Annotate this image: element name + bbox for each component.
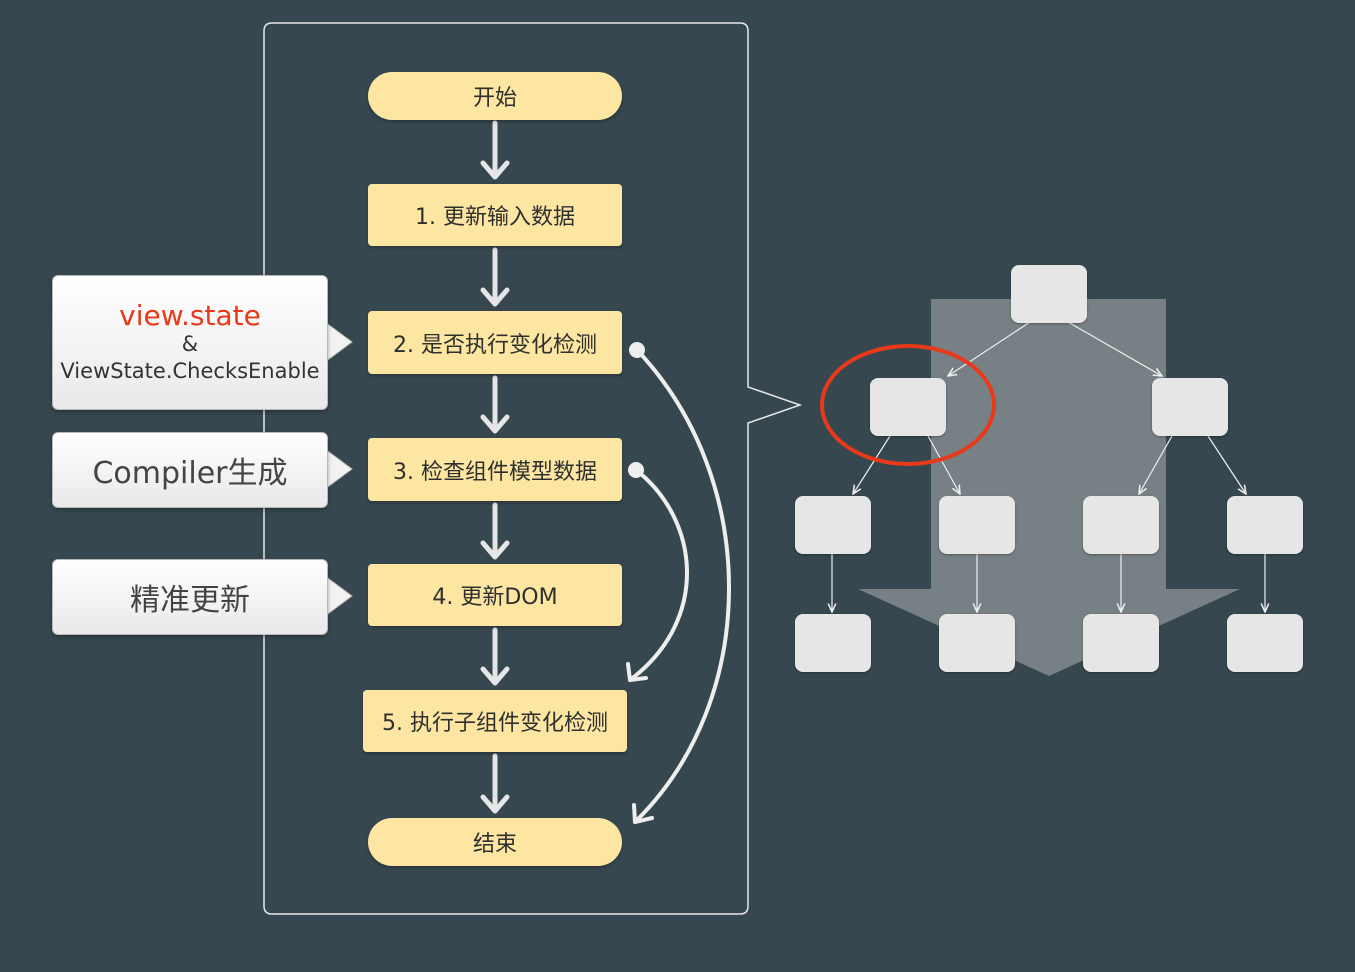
callout-compiler: Compiler生成 (52, 432, 328, 508)
skip-arrows (626, 342, 731, 824)
flow-step1-node: 1. 更新输入数据 (368, 184, 622, 246)
tree-node-rl (1083, 496, 1159, 554)
flow-step5-node: 5. 执行子组件变化检测 (363, 690, 627, 752)
flow-start-node: 开始 (368, 72, 622, 120)
callout-precise-label: 精准更新 (130, 583, 250, 618)
callout-pointers (324, 321, 353, 617)
tree-node-lll (795, 614, 871, 672)
callout-compiler-label: Compiler生成 (92, 456, 288, 491)
callout-pointer-compiler (324, 448, 353, 490)
tree-node-root (1011, 265, 1087, 323)
traversal-big-arrow (858, 299, 1240, 676)
flow-step3-label: 3. 检查组件模型数据 (393, 459, 597, 485)
flow-end-node: 结束 (368, 818, 622, 866)
flow-step2-label: 2. 是否执行变化检测 (393, 332, 597, 358)
arrow-step4-to-step5 (480, 627, 510, 686)
tree-node-ll (795, 496, 871, 554)
tree-node-rll (1083, 614, 1159, 672)
callout-precise: 精准更新 (52, 559, 328, 635)
flow-step5-label: 5. 执行子组件变化检测 (382, 711, 608, 736)
flow-step2-node: 2. 是否执行变化检测 (368, 311, 622, 374)
tree-node-right (1152, 378, 1228, 436)
tree-diagram (832, 299, 1265, 676)
arrow-step5-to-end (480, 753, 510, 814)
tree-node-lrl (939, 614, 1015, 672)
flow-end-label: 结束 (472, 832, 517, 857)
skip-arrow-step3-to-step5 (628, 468, 689, 682)
skip-arrow-step2-to-end (633, 348, 731, 824)
tree-node-rrl (1227, 614, 1303, 672)
arrow-step3-to-step4 (480, 502, 510, 560)
callout-state-amp: & (181, 331, 199, 356)
callout-pointer-state (324, 321, 353, 363)
arrow-step2-to-step3 (480, 375, 510, 434)
skip-arrow-step3-head (626, 662, 648, 682)
flow-step4-label: 4. 更新DOM (432, 585, 558, 610)
tree-node-lr (939, 496, 1015, 554)
flow-panel-bracket (263, 22, 803, 915)
skip-arrow-step2-head (632, 803, 654, 824)
callout-pointer-precise (324, 575, 353, 617)
tree-node-rr (1227, 496, 1303, 554)
callout-state-main: view.state (119, 298, 261, 332)
flow-start-label: 开始 (472, 86, 517, 111)
flow-step3-node: 3. 检查组件模型数据 (368, 438, 622, 501)
callout-state-sub: ViewState.ChecksEnable (60, 358, 320, 383)
arrow-start-to-step1 (480, 120, 510, 180)
flow-down-arrows (480, 120, 510, 814)
flow-step4-node: 4. 更新DOM (368, 564, 622, 626)
callout-state: view.state & ViewState.ChecksEnable (52, 275, 328, 410)
tree-node-left (870, 378, 946, 436)
flow-step1-label: 1. 更新输入数据 (415, 205, 575, 230)
arrow-step1-to-step2 (480, 247, 510, 307)
